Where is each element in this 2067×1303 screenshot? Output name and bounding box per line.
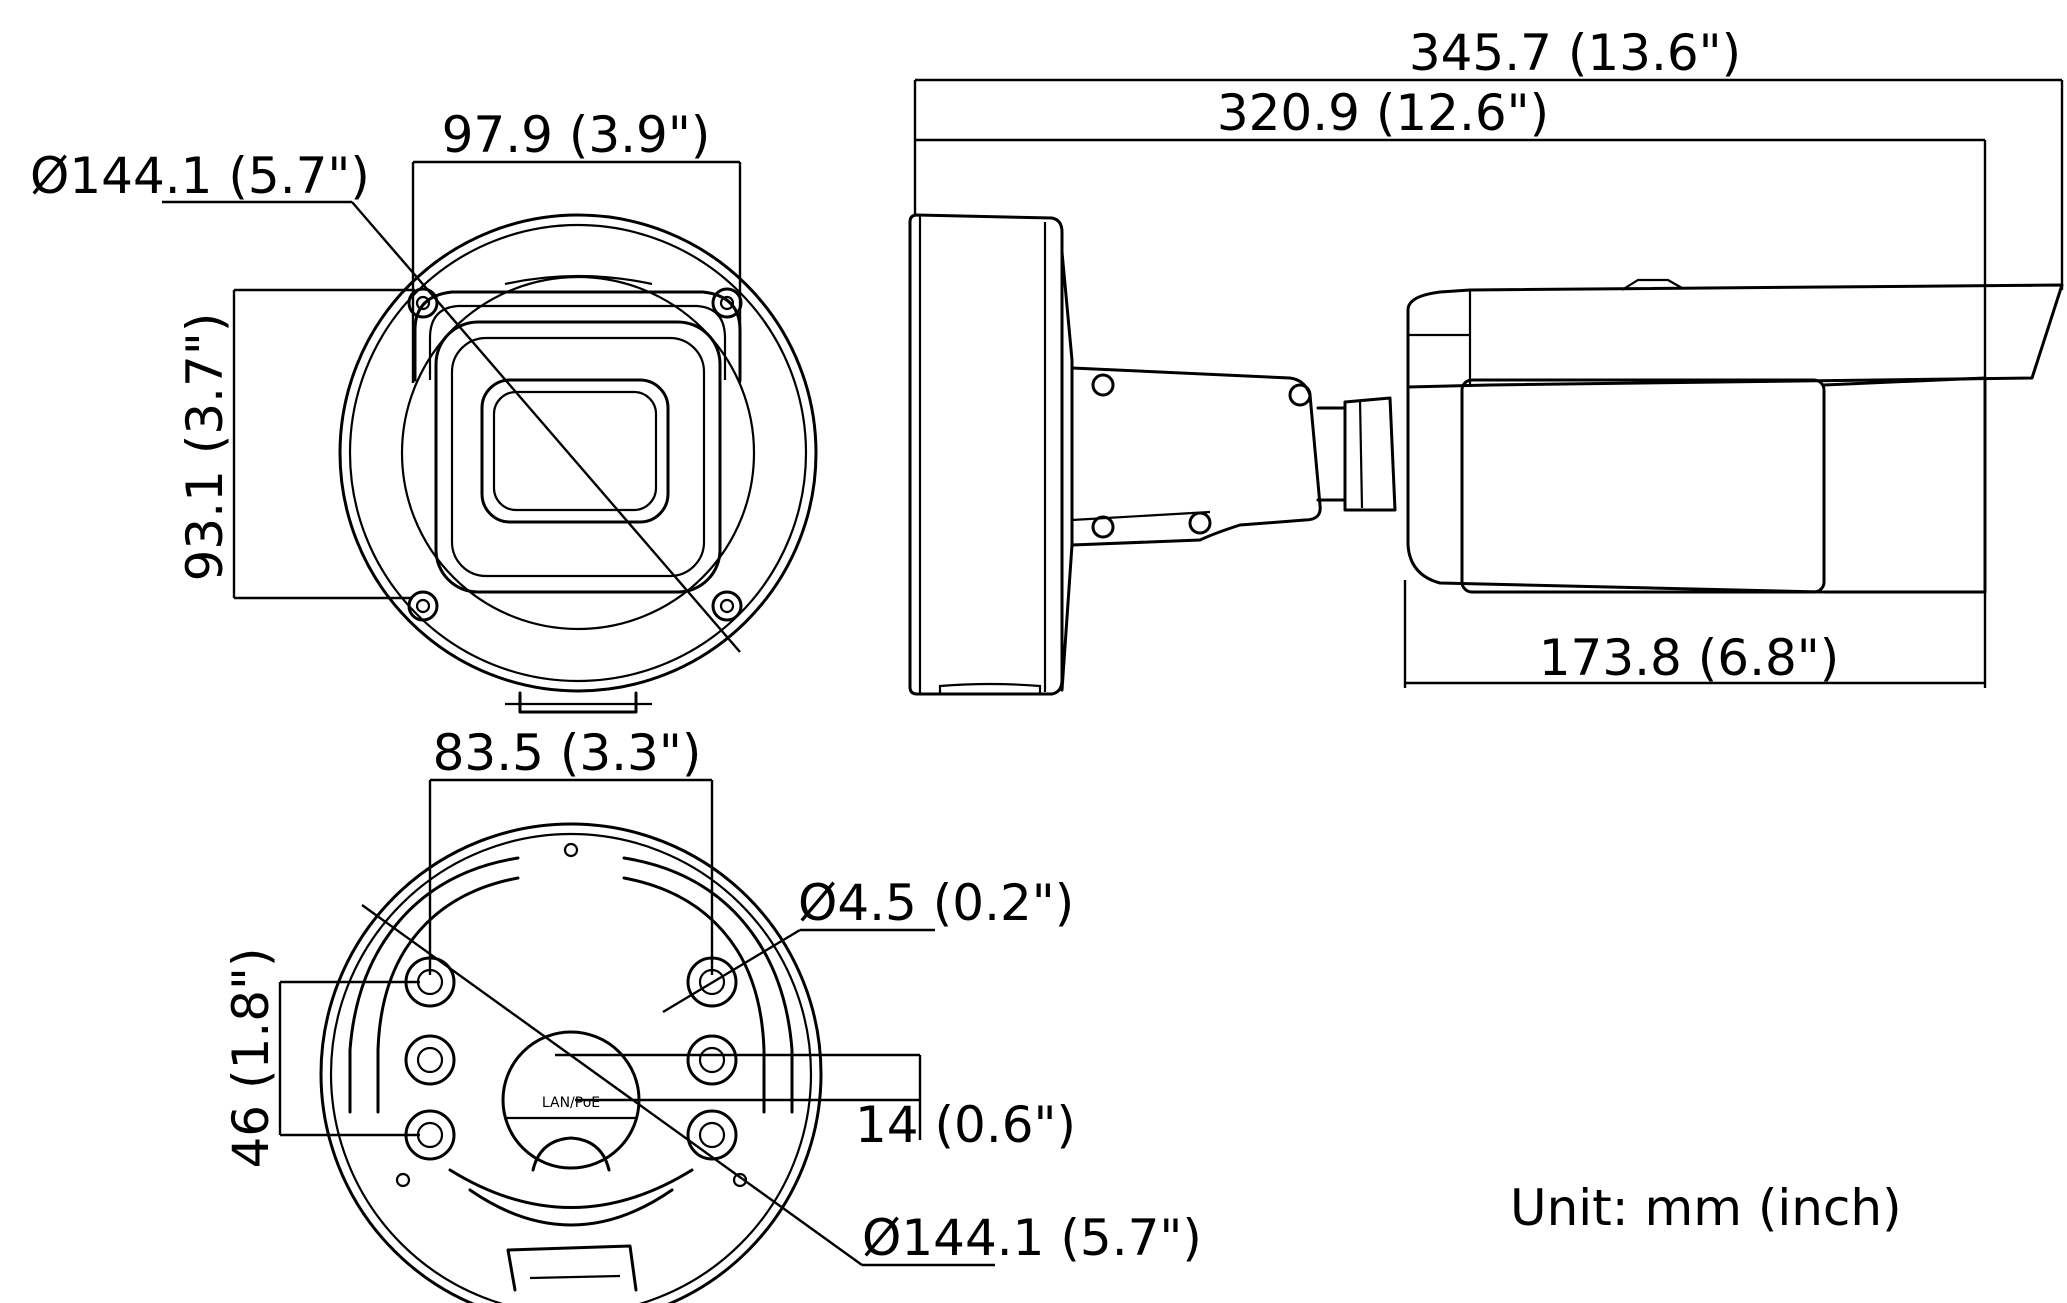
side-housing-length-label: 173.8 (6.8") bbox=[1539, 629, 1840, 687]
base-cable-label: LAN/PoE bbox=[542, 1095, 600, 1111]
bracket-screw-3 bbox=[1091, 515, 1115, 539]
base-width-label: 83.5 (3.3") bbox=[433, 724, 702, 782]
side-total-length-label: 345.7 (13.6") bbox=[1409, 24, 1741, 82]
base-hole-diameter-label: Ø4.5 (0.2") bbox=[798, 874, 1074, 932]
bracket-screw-2 bbox=[1288, 383, 1312, 407]
base-height-label: 46 (1.8") bbox=[222, 947, 280, 1168]
base-hole-lower-right bbox=[686, 1109, 738, 1161]
side-body-length-label: 320.9 (12.6") bbox=[1217, 84, 1549, 142]
base-hole-middle-right bbox=[686, 1034, 738, 1086]
bracket-screw-1 bbox=[1091, 373, 1115, 397]
front-screw-bottom-right bbox=[711, 590, 743, 622]
base-view bbox=[278, 778, 995, 1303]
side-view bbox=[908, 78, 2064, 696]
base-diameter-label: Ø144.1 (5.7") bbox=[862, 1209, 1202, 1267]
front-screw-bottom-left bbox=[407, 590, 439, 622]
base-cable-offset-label: 14 (0.6") bbox=[855, 1096, 1076, 1154]
bracket-screw-4 bbox=[1188, 511, 1212, 535]
base-hole-middle-left bbox=[404, 1034, 456, 1086]
front-height-label: 93.1 (3.7") bbox=[176, 313, 234, 582]
unit-note: Unit: mm (inch) bbox=[1510, 1179, 1902, 1237]
front-screw-top-left bbox=[407, 287, 439, 319]
front-view bbox=[162, 160, 818, 714]
front-diameter-label: Ø144.1 (5.7") bbox=[30, 147, 370, 205]
front-width-label: 97.9 (3.9") bbox=[442, 106, 711, 164]
